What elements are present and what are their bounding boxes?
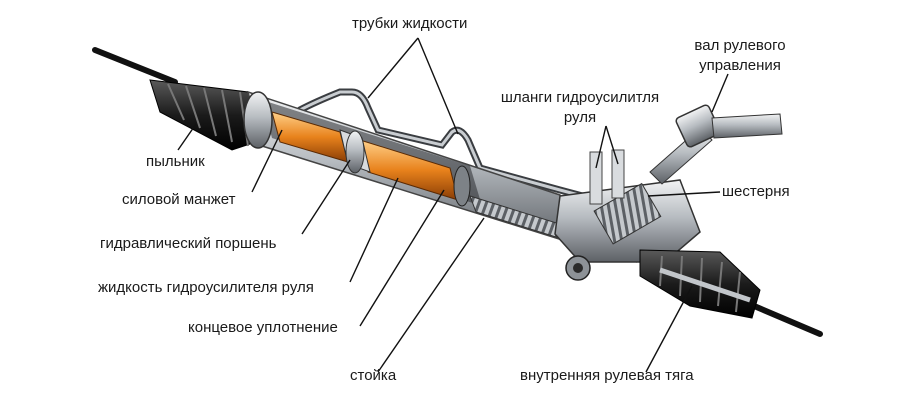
fluid-tubes <box>296 88 594 202</box>
right-boot <box>639 249 761 319</box>
label-power-steering-fluid: жидкость гидроусилителя руля <box>98 279 314 296</box>
left-tie-rod <box>92 47 178 85</box>
label-fluid-tubes: трубки жидкости <box>352 15 468 32</box>
label-rack: стойка <box>350 367 397 384</box>
label-steering-shaft-line2: управления <box>699 57 781 74</box>
left-boot <box>149 79 263 151</box>
leader-lines <box>177 37 729 373</box>
steering-shaft <box>649 104 783 185</box>
label-steering-shaft-line1: вал рулевого <box>694 37 786 54</box>
label-power-seal: силовой манжет <box>122 191 236 208</box>
label-steering-shaft: вал рулевого управления <box>684 36 796 76</box>
label-power-steering-hoses: шланги гидроусилитля руля <box>480 88 680 128</box>
power-steering-hoses <box>589 149 625 205</box>
label-end-seal: концевое уплотнение <box>188 319 338 336</box>
label-hydraulic-piston: гидравлический поршень <box>100 235 277 252</box>
label-hoses-line1: шланги гидроусилитля <box>500 89 660 106</box>
label-inner-tie-rod: внутренняя рулевая тяга <box>520 367 694 384</box>
label-pinion: шестерня <box>722 183 790 200</box>
label-hoses-line2: руля <box>563 109 597 126</box>
label-boot: пыльник <box>146 153 205 170</box>
